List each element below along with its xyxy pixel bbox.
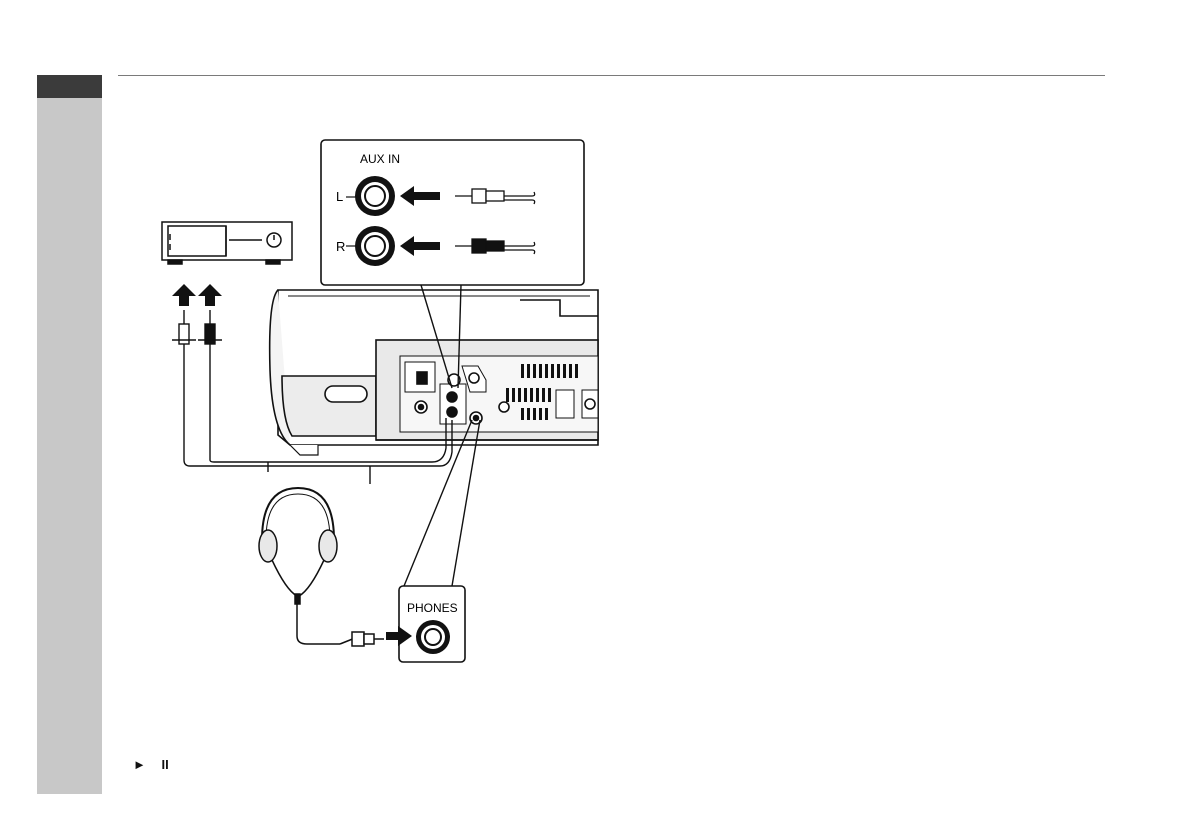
- stereo-unit-icon: [270, 290, 598, 455]
- phones-callout: PHONES: [386, 420, 480, 662]
- phones-jack-icon: [416, 620, 450, 654]
- up-arrow-icon: [172, 284, 222, 306]
- phones-label: PHONES: [407, 601, 458, 615]
- headphones-icon: [259, 488, 384, 646]
- aux-in-label: AUX IN: [360, 152, 400, 166]
- play-icon: ►: [133, 757, 148, 772]
- pause-icon: II: [162, 757, 169, 772]
- footer-symbols: ► II: [133, 757, 177, 772]
- vcr-icon: [162, 222, 292, 264]
- aux-jack-right-icon: [355, 226, 395, 266]
- aux-jack-left-icon: [355, 176, 395, 216]
- aux-right-label: R: [336, 239, 345, 254]
- aux-left-label: L: [336, 189, 343, 204]
